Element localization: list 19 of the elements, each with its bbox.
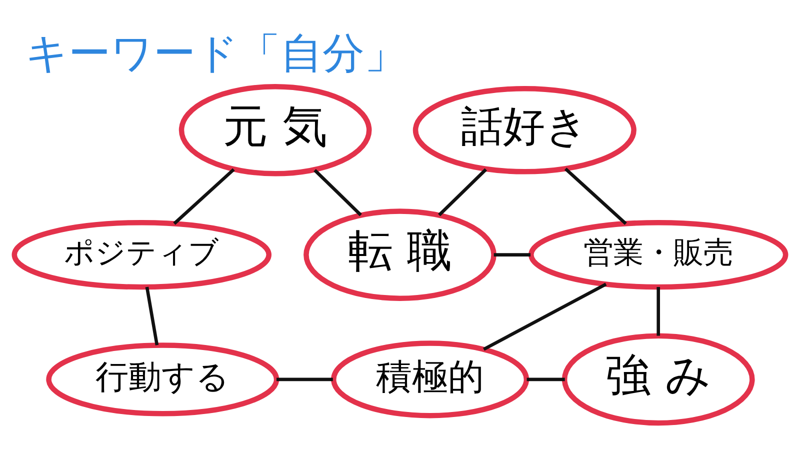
node-ellipse: 強 み — [562, 332, 755, 426]
node-ellipse: 話好き — [412, 85, 636, 174]
connector — [494, 252, 530, 256]
connector — [564, 167, 627, 224]
connector — [526, 377, 565, 381]
connector — [276, 377, 333, 381]
connector — [482, 282, 607, 350]
node-ellipse: ポジティブ — [12, 219, 272, 290]
node-ellipse: 積極的 — [330, 340, 530, 418]
connector — [314, 168, 362, 216]
connector — [656, 286, 660, 336]
node-ellipse: 営業・販売 — [528, 219, 788, 290]
connector — [145, 286, 159, 345]
node-ellipse: 転 職 — [304, 208, 496, 300]
node-ellipse: 行動する — [46, 342, 280, 416]
node-ellipse: 元 気 — [178, 83, 372, 176]
connector — [173, 168, 235, 224]
diagram-title: キーワード「自分」 — [26, 28, 407, 78]
connector — [438, 168, 488, 216]
